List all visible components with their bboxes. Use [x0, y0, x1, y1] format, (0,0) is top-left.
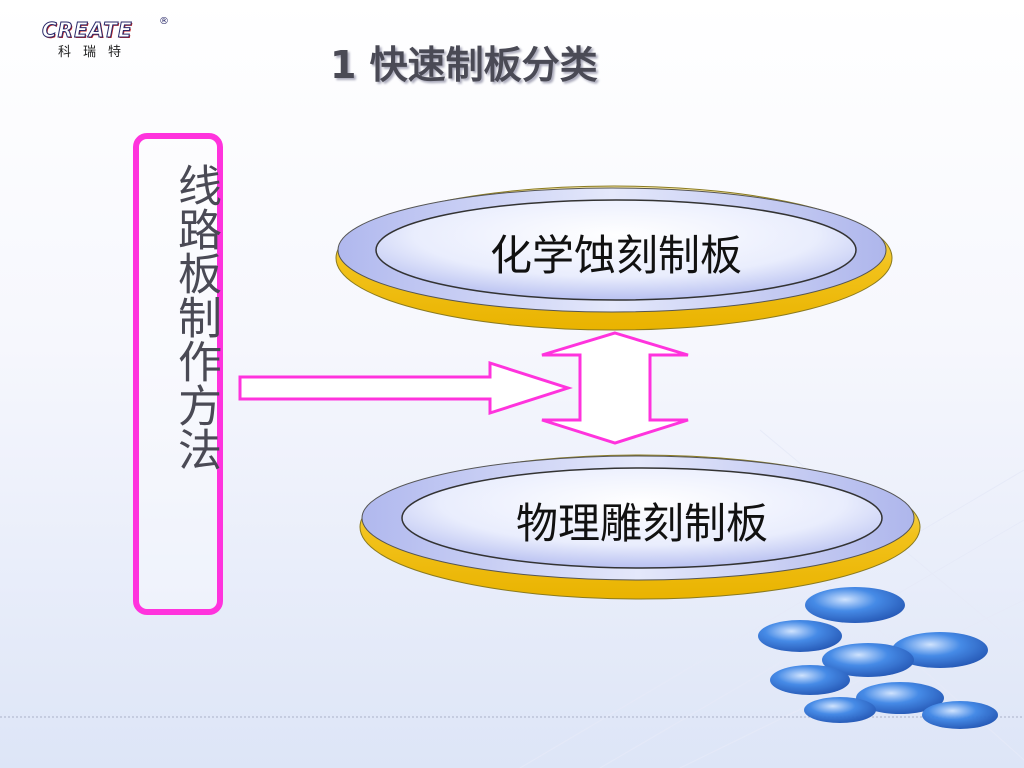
method-box: 线路板制作方法: [133, 133, 223, 615]
create-logo: CREATE ® 科瑞特: [42, 16, 172, 62]
node-label-physical: 物理雕刻制板: [515, 499, 768, 548]
node-oval-chemical: [335, 185, 893, 331]
node-label-chemical: 化学蚀刻制板: [489, 231, 742, 280]
registered-mark: ®: [159, 16, 169, 27]
decorative-disc-cluster: [758, 587, 998, 729]
node-oval-physical: [359, 454, 921, 600]
slide-title: 1 快速制板分类: [330, 43, 598, 87]
logo-wordmark: CREATE: [42, 18, 133, 43]
double-vertical-arrow: [541, 331, 689, 445]
method-box-text: 线路板制作方法: [170, 163, 221, 471]
logo-chinese-name: 科瑞特: [58, 45, 134, 60]
right-arrow: [238, 360, 573, 416]
